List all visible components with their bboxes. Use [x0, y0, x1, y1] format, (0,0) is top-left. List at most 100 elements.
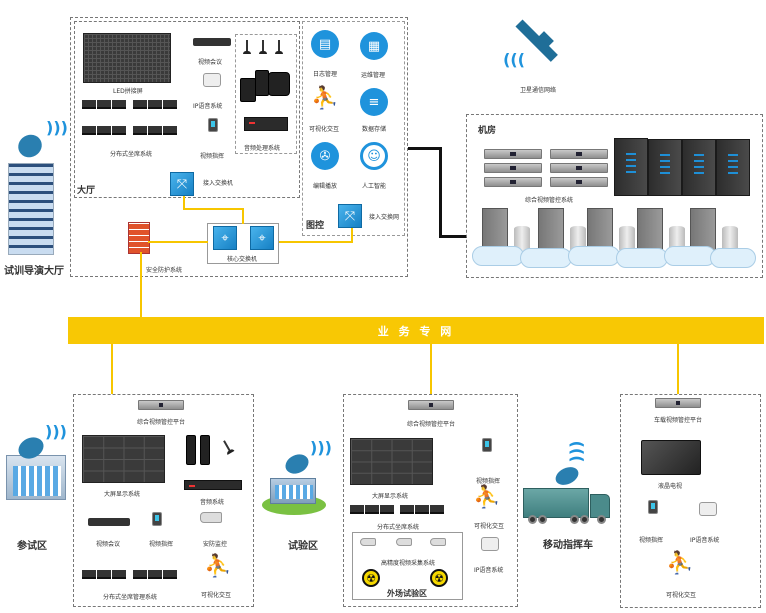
tower-server: [682, 139, 716, 196]
big-screen-device: [350, 438, 433, 485]
link-line: [183, 208, 243, 210]
camera-sys-label: 高精度视频采集系统: [381, 560, 436, 567]
site-item-label: 视频指挥: [476, 478, 501, 485]
site-item-label: IP语音系统: [690, 537, 720, 544]
ip-phone-icon: [481, 537, 499, 551]
site-building-icon: [270, 478, 316, 504]
core-switch-icon: ⌖: [250, 226, 274, 250]
platform-device: [655, 398, 701, 408]
site-item-label: 视频指挥: [149, 541, 174, 548]
control-item-label: 运维管理: [361, 72, 386, 79]
link-line: [439, 147, 442, 237]
machine-room-title: 机房: [478, 126, 497, 136]
control-item-label: 数据存储: [362, 126, 387, 133]
video-cmd-device: [482, 438, 492, 452]
radiation-icon: ☢: [430, 569, 448, 587]
video-system-label: 综合视频管控系统: [525, 197, 574, 204]
mic-icon: [275, 40, 283, 54]
wifi-icon: ))): [45, 422, 67, 441]
site-name: 试验区: [288, 541, 318, 552]
video-conf-device: [88, 518, 130, 526]
control-item-label: 日志管理: [313, 71, 338, 78]
seat-sys-label: 分布式坐席系统: [110, 151, 153, 158]
firewall-icon: [128, 222, 150, 254]
hall-zone: [74, 21, 300, 198]
link-line: [183, 196, 185, 209]
led-wall: [83, 33, 171, 83]
speaker-icon: [255, 70, 269, 96]
site-building-icon: [6, 455, 66, 500]
wheel-icon: [570, 515, 579, 524]
dish-icon: [282, 450, 312, 478]
wheel-icon: [597, 515, 606, 524]
core-switch-label: 核心交换机: [227, 256, 258, 263]
platform-label: 综合视频管控平台: [407, 421, 456, 428]
control-item-label: 人工智能: [362, 183, 387, 190]
wifi-icon: ))): [310, 438, 332, 457]
audio-zone: [235, 34, 297, 154]
mic-icon: [259, 40, 267, 54]
mic-icon: [243, 40, 251, 54]
led-label: LED拼接屏: [113, 88, 143, 95]
wifi-icon: ))): [566, 440, 586, 463]
access-switch-icon: ⤧: [170, 172, 194, 196]
tower-server: [716, 139, 750, 196]
camera-icon: [360, 538, 376, 546]
tower-server: [614, 138, 648, 196]
person-desk-icon: ⛹: [204, 554, 232, 579]
control-switch-label: 接入交换网: [369, 214, 400, 221]
firewall-label: 安全防护系统: [146, 267, 183, 274]
camera-icon: [430, 538, 446, 546]
site-item-label: 分布式坐席管理系统: [103, 594, 158, 601]
site-item-label: 可视化交互: [666, 592, 697, 599]
link-line: [242, 208, 244, 224]
business-network-bus: 业 务 专 网: [68, 317, 764, 344]
wheel-icon: [580, 515, 589, 524]
control-title: 图控: [306, 221, 325, 231]
hq-building-icon: [8, 130, 58, 255]
link-line: [408, 147, 441, 150]
film-reel-icon: ✇: [311, 142, 339, 170]
link-line: [148, 241, 208, 243]
audio-proc-device: [244, 117, 288, 131]
wifi-icon: ))): [503, 50, 525, 69]
tower-server: [648, 139, 682, 196]
wifi-icon: ))): [46, 118, 68, 137]
platform-label: 综合视频管控平台: [137, 419, 186, 426]
lcd-tv-device: [641, 440, 701, 475]
video-cmd-device: [152, 512, 162, 526]
speaker-icon: [186, 435, 196, 465]
site-item-label: 可视化交互: [474, 523, 505, 530]
platform-label: 车载视频管控平台: [654, 417, 703, 424]
video-conf-label: 视频会议: [198, 59, 223, 66]
site-item-label: 大屏显示系统: [104, 491, 141, 498]
wheel-icon: [528, 515, 537, 524]
control-item-label: 编辑播放: [313, 183, 338, 190]
control-zone: [302, 21, 405, 236]
ip-voice-label: IP语音系统: [193, 103, 223, 110]
camera-icon: [396, 538, 412, 546]
database-icon: ≡: [360, 88, 388, 116]
link-line: [430, 344, 432, 394]
machine-room-zone: [466, 114, 763, 278]
link-line: [140, 252, 142, 318]
video-cmd-device: [648, 500, 658, 514]
ops-icon: ▦: [360, 32, 388, 60]
site-item-label: 安防监控: [203, 541, 228, 548]
site-name: 参试区: [17, 541, 47, 552]
core-switch-icon: ⌖: [213, 226, 237, 250]
dish-icon: [552, 463, 582, 489]
link-line: [351, 228, 353, 242]
field-title: 外场试验区: [387, 589, 427, 598]
control-switch-icon: ⤧: [338, 204, 362, 228]
site-item-label: 可视化交互: [201, 592, 232, 599]
site-zone: [73, 394, 254, 607]
control-item-label: 可视化交互: [309, 126, 340, 133]
log-icon: ▤: [311, 30, 339, 58]
site-name: 移动指挥车: [543, 540, 593, 551]
link-line: [279, 241, 353, 243]
ip-phone-icon: [699, 502, 717, 516]
person-desk-icon: ⛹: [666, 551, 694, 576]
speaker-icon: [200, 435, 210, 465]
hall-title: 大厅: [77, 186, 96, 196]
